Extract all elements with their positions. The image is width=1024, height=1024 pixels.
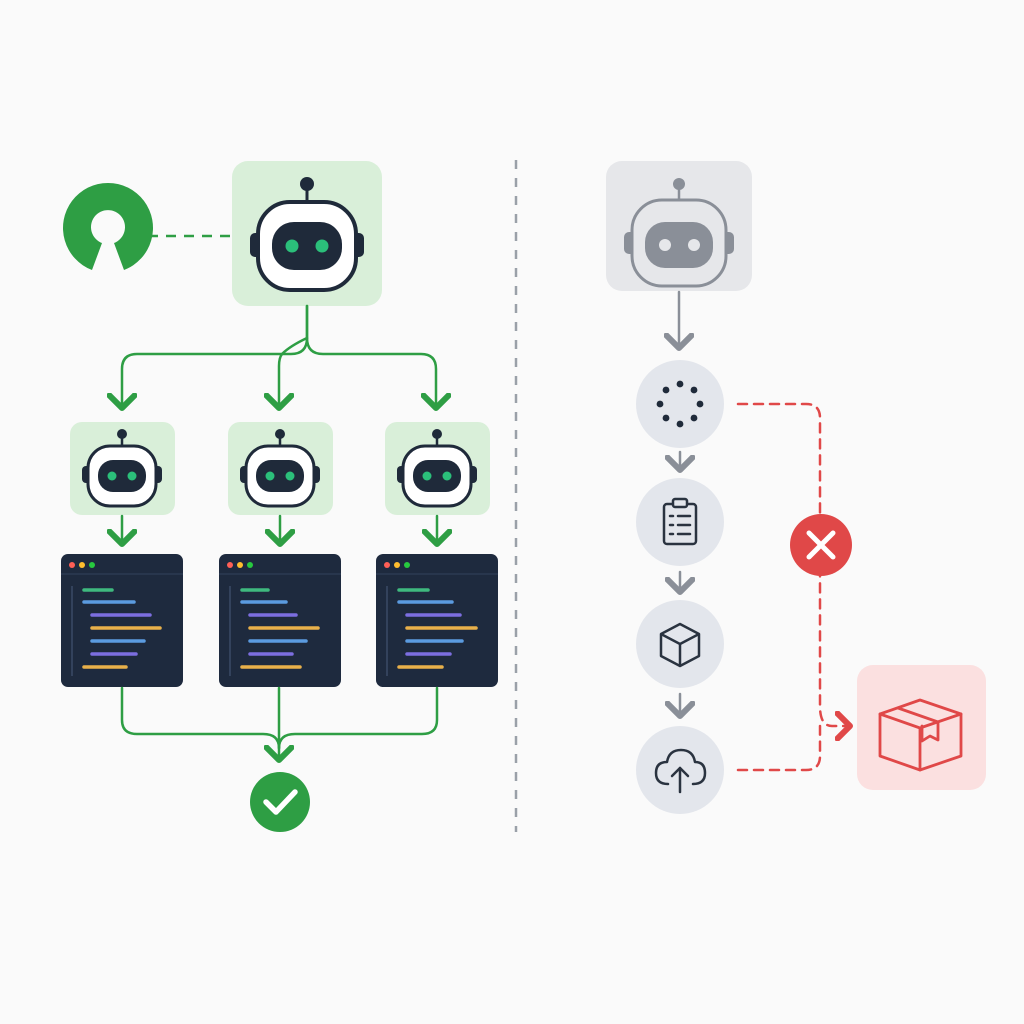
step-deploy — [636, 726, 724, 814]
code-editor-icon — [61, 554, 183, 687]
pipeline-agent — [606, 161, 752, 291]
package-box-icon — [878, 698, 963, 772]
robot-icon — [250, 177, 364, 292]
right-panel — [606, 161, 986, 814]
sub-agent-3 — [385, 422, 490, 515]
merge-connectors — [120, 686, 439, 760]
orchestrator-agent — [232, 161, 382, 306]
pipeline-arrows — [679, 290, 680, 716]
left-panel — [61, 161, 498, 832]
robot-icon — [240, 429, 320, 508]
sub-agent-1 — [70, 422, 175, 515]
robot-icon — [624, 178, 734, 288]
step-build — [636, 600, 724, 688]
failure-path — [736, 402, 850, 772]
branch-connectors — [122, 304, 436, 408]
loading-spinner-icon — [656, 380, 704, 428]
code-editor-icon — [219, 554, 341, 687]
x-icon — [790, 514, 852, 576]
sub-agent-2 — [228, 422, 333, 515]
agent-to-code-arrows — [122, 514, 437, 544]
step-loading — [636, 360, 724, 448]
cube-icon — [659, 622, 701, 668]
robot-icon — [397, 429, 477, 508]
checkmark-icon — [250, 772, 310, 832]
package-output — [857, 665, 986, 790]
clipboard-checklist-icon — [662, 497, 698, 546]
code-editor-icon — [376, 554, 498, 687]
step-checklist — [636, 478, 724, 566]
robot-icon — [82, 429, 162, 508]
cloud-upload-icon — [654, 748, 707, 794]
open-source-icon — [63, 182, 154, 270]
